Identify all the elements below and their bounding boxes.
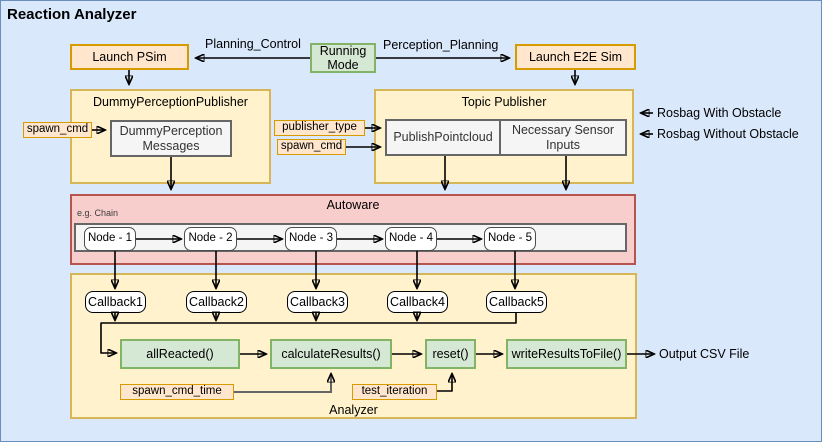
- callback-3: Callback3: [287, 291, 348, 313]
- autoware-title: Autoware: [326, 198, 380, 212]
- node-3: Node - 3: [285, 227, 337, 251]
- dummy-perception-messages-box: DummyPerception Messages: [110, 120, 232, 157]
- callback-2: Callback2: [186, 291, 247, 313]
- chain-note: e.g. Chain: [77, 208, 119, 218]
- node-2: Node - 2: [184, 227, 237, 251]
- launch-psim-box: Launch PSim: [70, 44, 189, 70]
- spawn-cmd-time-label: spawn_cmd_time: [120, 384, 234, 400]
- calculate-results-box: calculateResults(): [270, 339, 392, 369]
- topic-publisher-title: Topic Publisher: [461, 95, 547, 109]
- rosbag-with-obstacle-label: Rosbag With Obstacle: [657, 106, 782, 120]
- callback-4: Callback4: [387, 291, 448, 313]
- running-mode-box: Running Mode: [310, 43, 376, 73]
- topic-publisher-table: PublishPointcloud Necessary Sensor Input…: [385, 119, 627, 156]
- spawn-cmd-label-psim: spawn_cmd: [23, 122, 92, 138]
- test-iteration-label: test_iteration: [352, 384, 437, 400]
- callback-1: Callback1: [85, 291, 146, 313]
- analyzer-title: Analyzer: [329, 403, 378, 417]
- rosbag-without-obstacle-label: Rosbag Without Obstacle: [657, 127, 799, 141]
- necessary-sensor-inputs-cell: Necessary Sensor Inputs: [511, 123, 615, 152]
- publisher-type-label: publisher_type: [274, 120, 365, 136]
- launch-e2e-sim-box: Launch E2E Sim: [515, 44, 636, 70]
- perception-planning-label: Perception_Planning: [383, 38, 499, 52]
- output-csv-file-label: Output CSV File: [659, 347, 750, 361]
- all-reacted-box: allReacted(): [120, 339, 240, 369]
- page-title: Reaction Analyzer: [7, 6, 137, 23]
- node-4: Node - 4: [385, 227, 437, 251]
- publish-pointcloud-cell: PublishPointcloud: [387, 121, 501, 154]
- reset-box: reset(): [425, 339, 476, 369]
- write-results-to-file-box: writeResultsToFile(): [506, 339, 627, 369]
- node-chain-container: [74, 223, 627, 252]
- dummy-perception-publisher-title: DummyPerceptionPublisher: [93, 95, 248, 109]
- node-5: Node - 5: [484, 227, 536, 251]
- planning-control-label: Planning_Control: [205, 37, 301, 51]
- spawn-cmd-label-topic: spawn_cmd: [277, 139, 346, 155]
- node-1: Node - 1: [84, 227, 136, 251]
- callback-5: Callback5: [486, 291, 547, 313]
